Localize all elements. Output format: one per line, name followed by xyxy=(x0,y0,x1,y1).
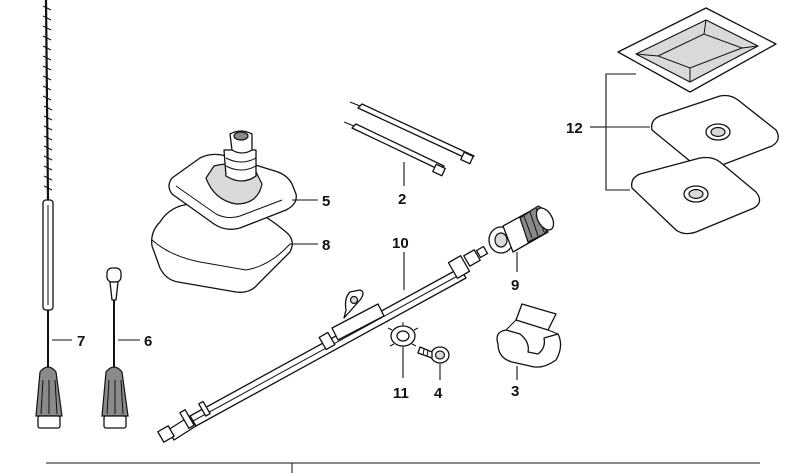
rod-antenna xyxy=(35,0,63,429)
antenna-base-seal xyxy=(168,130,297,230)
callout-2: 2 xyxy=(398,191,406,208)
callout-3: 3 xyxy=(511,383,519,400)
short-rod-antenna xyxy=(101,267,129,429)
callout-9: 9 xyxy=(511,277,519,294)
leader-lines xyxy=(52,126,606,380)
callout-6: 6 xyxy=(144,333,152,350)
callout-5: 5 xyxy=(322,193,330,210)
callout-11: 11 xyxy=(393,385,409,402)
callout-labels: 5 8 2 10 9 12 7 6 11 4 3 xyxy=(77,120,583,402)
callout-4: 4 xyxy=(434,385,443,402)
callout-8: 8 xyxy=(322,237,330,254)
cable-clip xyxy=(496,303,562,368)
bottom-frame xyxy=(46,462,760,473)
callout-12: 12 xyxy=(566,120,583,137)
callout-7: 7 xyxy=(77,333,85,350)
antenna-adapter xyxy=(488,205,555,254)
cable-ties xyxy=(343,101,475,177)
screw xyxy=(417,346,450,364)
lock-washer xyxy=(387,322,419,350)
antenna-cable xyxy=(157,245,489,443)
mounting-pads-set xyxy=(605,7,779,235)
callout-10: 10 xyxy=(392,235,409,252)
